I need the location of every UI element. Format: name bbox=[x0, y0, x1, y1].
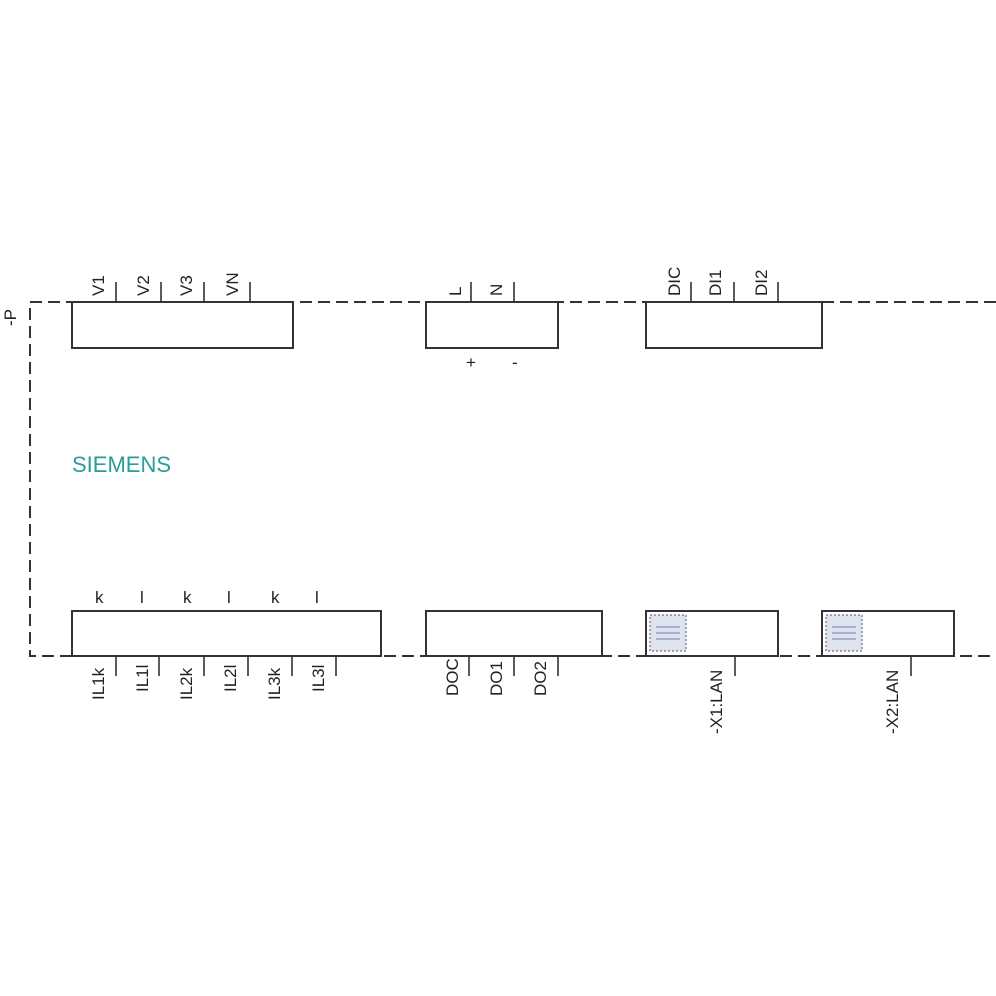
power-terminals: L N + - bbox=[446, 282, 518, 372]
voltage-terminals: V1 V2 V3 VN bbox=[89, 272, 251, 302]
terminal-label-di2: DI2 bbox=[752, 270, 771, 296]
digital-input-terminals: DIC DI1 DI2 bbox=[665, 267, 779, 302]
terminal-label-do1: DO1 bbox=[487, 661, 506, 696]
digital-output-terminal-block bbox=[425, 610, 603, 657]
mark-l: l bbox=[140, 588, 144, 607]
terminal-label-di1: DI1 bbox=[706, 270, 725, 296]
polarity-minus: - bbox=[512, 353, 518, 372]
terminal-label-v1: V1 bbox=[89, 275, 108, 296]
mark-k: k bbox=[95, 588, 104, 607]
mark-l: l bbox=[227, 588, 231, 607]
terminal-label-x2-lan: -X2:LAN bbox=[883, 670, 902, 734]
mark-k: k bbox=[271, 588, 280, 607]
ethernet-jack-icon bbox=[825, 614, 863, 652]
power-terminal-block bbox=[425, 301, 559, 349]
terminal-label-do2: DO2 bbox=[531, 661, 550, 696]
mark-k: k bbox=[183, 588, 192, 607]
digital-output-terminals: DOC DO1 DO2 bbox=[443, 656, 559, 696]
terminal-label-n: N bbox=[487, 284, 506, 296]
terminal-label-v3: V3 bbox=[177, 275, 196, 296]
voltage-terminal-block bbox=[71, 301, 294, 349]
terminal-label-il2l: IL2l bbox=[221, 665, 240, 692]
current-terminal-block bbox=[71, 610, 382, 657]
terminal-label-l: L bbox=[446, 287, 465, 296]
digital-input-terminal-block bbox=[645, 301, 823, 349]
terminal-label-x1-lan: -X1:LAN bbox=[707, 670, 726, 734]
terminal-label-il3k: IL3k bbox=[265, 667, 284, 700]
terminal-label-vn: VN bbox=[223, 272, 242, 296]
terminal-label-il1l: IL1l bbox=[133, 665, 152, 692]
terminal-label-dic: DIC bbox=[665, 267, 684, 296]
terminal-label-il1k: IL1k bbox=[89, 667, 108, 700]
terminal-label-doc: DOC bbox=[443, 658, 462, 696]
ethernet-jack-icon bbox=[649, 614, 687, 652]
terminal-label-il2k: IL2k bbox=[177, 667, 196, 700]
lan-terminals: -X1:LAN -X2:LAN bbox=[707, 656, 912, 734]
device-ref-mark: -P bbox=[1, 309, 20, 326]
mark-l: l bbox=[315, 588, 319, 607]
terminal-label-il3l: IL3l bbox=[309, 665, 328, 692]
brand-logo: SIEMENS bbox=[72, 452, 171, 477]
terminal-label-v2: V2 bbox=[134, 275, 153, 296]
polarity-plus: + bbox=[466, 353, 476, 372]
current-terminals: IL1k IL1l IL2k IL2l IL3k IL3l bbox=[89, 656, 337, 700]
current-polarity-marks: k l k l k l bbox=[95, 588, 319, 607]
